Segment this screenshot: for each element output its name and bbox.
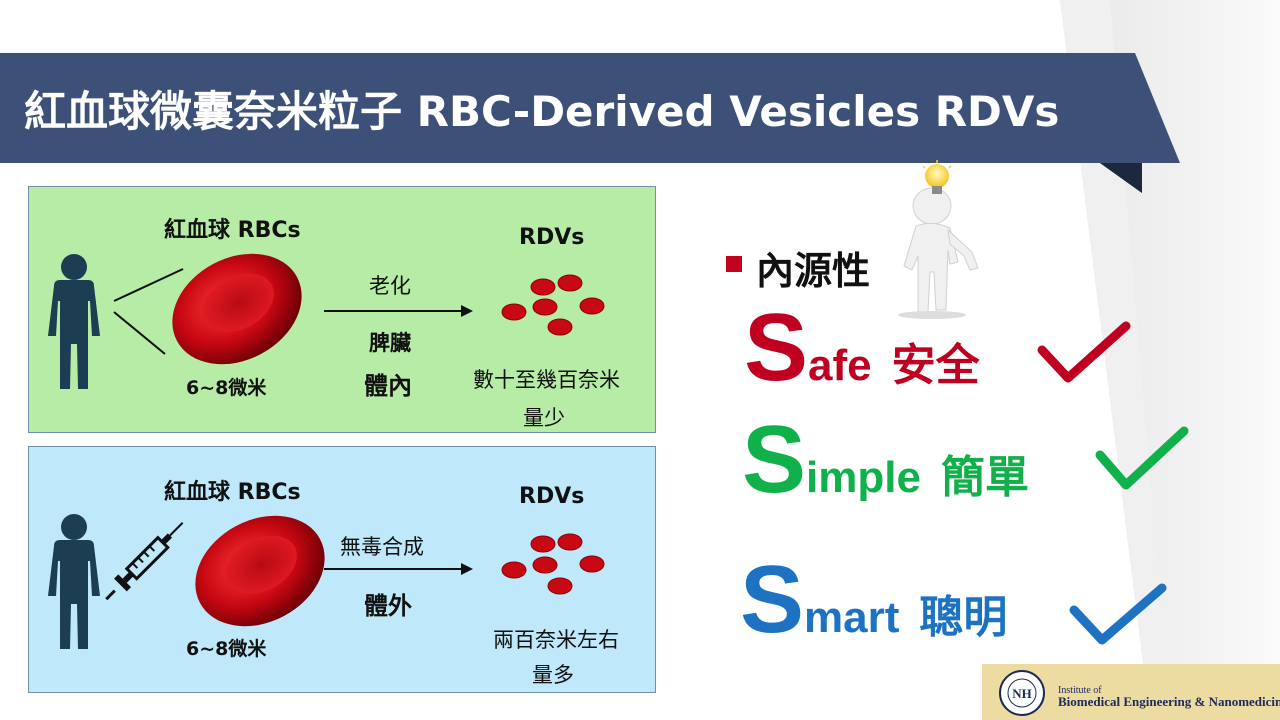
organ-label: 脾臟 xyxy=(369,331,411,355)
smart-zh: 聰明 xyxy=(919,593,1008,642)
safe-rest: afe xyxy=(808,341,872,390)
rdv-amount-label: 量少 xyxy=(523,406,565,430)
slide-title: 紅血球微囊奈米粒子 RBC-Derived Vesicles RDVs xyxy=(24,87,1060,136)
simple-initial: S xyxy=(742,406,807,513)
rbc-size-label: 6~8微米 xyxy=(186,377,267,399)
checkmark-icon xyxy=(1069,583,1167,645)
person-icon xyxy=(48,254,100,389)
rbc-size-label: 6~8微米 xyxy=(186,638,267,660)
in-vivo-illustration xyxy=(48,253,605,389)
smart-initial: S xyxy=(740,546,805,653)
rdv-size-label: 數十至幾百奈米 xyxy=(473,368,620,392)
rdv-vesicles-icon xyxy=(501,274,605,336)
footer-institute-line: Institute of xyxy=(1058,685,1102,696)
red-blood-cell-icon xyxy=(172,253,302,365)
location-label: 體外 xyxy=(364,592,412,620)
thinking-figure-icon xyxy=(898,160,979,319)
syringe-icon xyxy=(105,522,184,601)
process-label: 老化 xyxy=(369,274,411,298)
smart-rest: mart xyxy=(804,593,900,642)
process-label: 無毒合成 xyxy=(340,535,424,559)
rdv-vesicles-icon xyxy=(501,533,605,595)
checkmark-icon xyxy=(1037,321,1131,383)
simple-zh: 簡單 xyxy=(940,453,1029,502)
safe-initial: S xyxy=(744,294,809,401)
footer-institute-name: Biomedical Engineering & Nanomedicine xyxy=(1058,694,1280,709)
red-blood-cell-icon xyxy=(195,515,325,627)
rdv-label: RDVs xyxy=(519,225,585,250)
simple-rest: imple xyxy=(806,453,921,502)
rdv-label: RDVs xyxy=(519,484,585,509)
safe-zh: 安全 xyxy=(891,341,980,390)
checkmark-icon xyxy=(1095,426,1189,490)
in-vitro-illustration xyxy=(48,514,605,649)
person-icon xyxy=(48,514,100,649)
rdv-size-label: 兩百奈米左右 xyxy=(493,628,619,652)
location-label: 體內 xyxy=(364,372,412,400)
rbc-label: 紅血球 RBCs xyxy=(164,480,301,505)
title-bar xyxy=(0,53,1180,193)
rbc-label: 紅血球 RBCs xyxy=(164,218,301,243)
svg-text:NH: NH xyxy=(1012,686,1032,701)
nhri-seal-icon: NH xyxy=(999,670,1045,716)
endogenous-heading: 內源性 xyxy=(756,249,871,293)
bullet-marker xyxy=(726,256,742,272)
rdv-amount-label: 量多 xyxy=(532,663,574,687)
